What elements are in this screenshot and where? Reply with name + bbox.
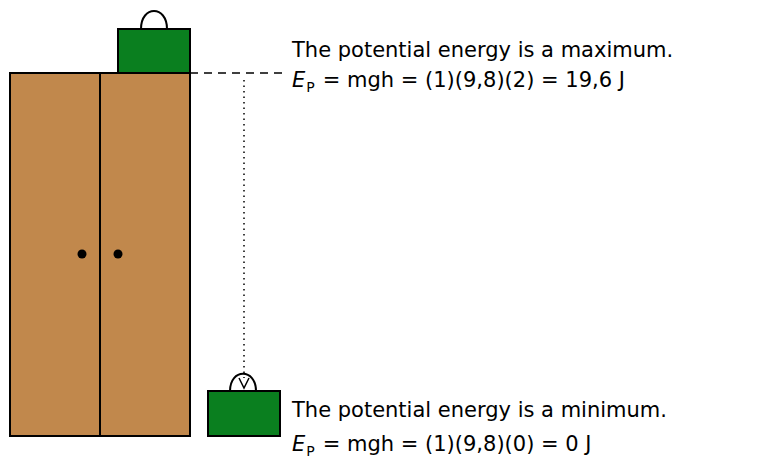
statement-text: The potential energy is a minimum.: [292, 400, 667, 421]
subscript-text: P: [306, 80, 314, 94]
equation-text: = mgh = (1)(9,8)(0) = 0 J: [323, 434, 592, 455]
bag-handle: [230, 374, 256, 391]
subscript-text: P: [306, 444, 314, 458]
wardrobe-knob: [78, 250, 87, 259]
wardrobe-knob: [114, 250, 123, 259]
wardrobe-divider: [99, 73, 101, 436]
fall-path: [243, 80, 245, 378]
equation-text: = mgh = (1)(9,8)(2) = 19,6 J: [323, 70, 625, 91]
bag-handle: [141, 11, 167, 29]
symbol-text: E: [292, 70, 305, 91]
wardrobe: [10, 73, 190, 436]
green-bag: [118, 29, 190, 73]
statement-text: The potential energy is a maximum.: [292, 40, 673, 61]
symbol-text: E: [292, 434, 305, 455]
green-bag: [208, 391, 280, 436]
arrow-head: [239, 378, 249, 388]
height-line: [190, 72, 286, 74]
